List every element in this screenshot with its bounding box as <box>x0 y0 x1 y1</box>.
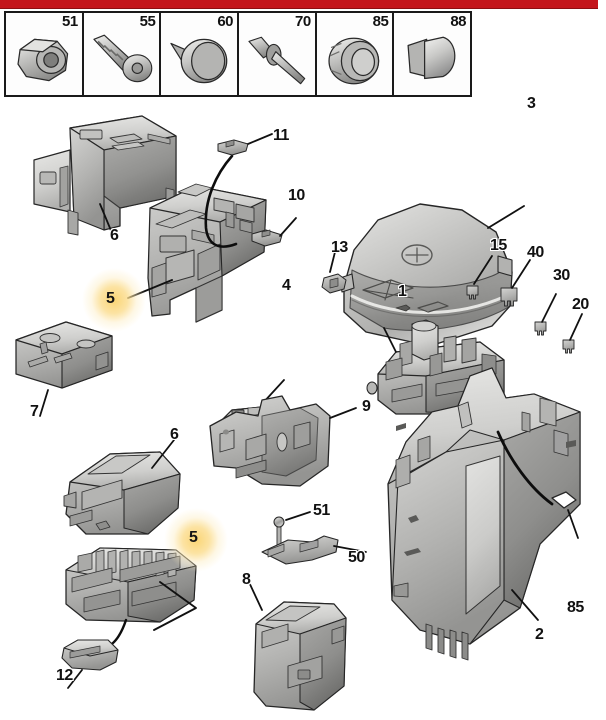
part-5-holder-lower <box>65 547 197 623</box>
round-plug-cap-icon <box>161 29 237 93</box>
rubber-grommet-icon <box>317 29 393 93</box>
callout-6-lower[interactable]: 6 <box>170 426 179 443</box>
leader-1 <box>383 327 397 353</box>
legend-number: 60 <box>217 13 234 30</box>
callout-51-lower[interactable]: 51 <box>313 502 330 519</box>
legend-cell-88[interactable]: 88 <box>394 13 471 95</box>
leader-8 <box>247 579 263 611</box>
leader-10 <box>279 217 297 237</box>
legend-number: 51 <box>61 13 78 30</box>
part-2-housing <box>387 367 581 661</box>
callout-11[interactable]: 11 <box>273 127 289 144</box>
legend-number: 88 <box>450 13 467 30</box>
leader-51 <box>285 511 311 521</box>
callout-8[interactable]: 8 <box>242 571 251 588</box>
callout-40[interactable]: 40 <box>527 244 544 261</box>
blind-rivet-icon <box>239 29 315 93</box>
leader-2 <box>511 589 539 621</box>
leader-11 <box>247 133 273 145</box>
part-13-element <box>321 273 347 294</box>
mushroom-plug-icon <box>394 29 470 93</box>
top-red-banner <box>0 0 598 9</box>
part-8-module <box>253 601 347 711</box>
callout-6-upper[interactable]: 6 <box>110 227 119 244</box>
fastener-legend-strip: 51 55 60 70 85 88 <box>4 11 472 97</box>
part-10-terminal <box>251 229 283 247</box>
leader-6-lower <box>151 439 175 469</box>
flange-nut-icon <box>6 29 82 93</box>
wire-to-85 <box>496 430 554 506</box>
leader-3 <box>487 205 525 229</box>
leader-5-lower <box>153 581 197 631</box>
legend-number: 55 <box>139 13 156 30</box>
callout-13[interactable]: 13 <box>331 239 348 256</box>
callout-5-upper[interactable]: 5 <box>106 290 115 307</box>
callout-30[interactable]: 30 <box>553 267 570 284</box>
leader-30 <box>541 293 557 323</box>
callout-2[interactable]: 2 <box>535 626 544 643</box>
callout-1[interactable]: 1 <box>398 283 407 300</box>
legend-cell-85[interactable]: 85 <box>316 13 395 95</box>
part-9-bracket <box>209 395 331 487</box>
callout-5-lower[interactable]: 5 <box>189 529 198 546</box>
part-6-cover-lower <box>63 451 181 535</box>
leader-9 <box>329 407 357 419</box>
part-3-main-cover <box>339 203 513 347</box>
part-7-connector <box>15 321 113 389</box>
pan-head-screw-icon <box>84 29 160 93</box>
legend-number: 70 <box>295 13 311 30</box>
part-20-fuse <box>562 339 575 354</box>
part-12-connector <box>61 639 119 671</box>
part-85-grommet-callout-box <box>551 491 577 509</box>
callout-50[interactable]: 50 <box>348 549 365 566</box>
callout-15[interactable]: 15 <box>490 237 507 254</box>
legend-cell-60[interactable]: 60 <box>161 13 240 95</box>
leader-50 <box>333 545 367 553</box>
part-50-bracket <box>261 535 339 565</box>
part-6-cover-upper <box>33 115 177 236</box>
leader-85 <box>567 509 579 539</box>
callout-12[interactable]: 12 <box>56 667 73 684</box>
callout-20[interactable]: 20 <box>572 296 589 313</box>
leader-12 <box>67 669 83 689</box>
part-5-carrier-upper <box>147 183 267 323</box>
leader-13 <box>329 247 337 273</box>
leader-15 <box>473 255 493 285</box>
part-11-terminal <box>217 139 249 156</box>
leader-6-upper <box>99 203 113 234</box>
legend-cell-51[interactable]: 51 <box>6 13 84 95</box>
callout-85-lower[interactable]: 85 <box>567 599 584 616</box>
legend-cell-55[interactable]: 55 <box>83 13 162 95</box>
callout-9[interactable]: 9 <box>362 398 371 415</box>
leader-40 <box>511 259 531 289</box>
leader-20 <box>569 313 583 341</box>
callout-10[interactable]: 10 <box>288 187 305 204</box>
callout-7[interactable]: 7 <box>30 403 39 420</box>
wire-11-to-10 <box>204 154 238 248</box>
callout-3[interactable]: 3 <box>527 95 536 112</box>
legend-cell-70[interactable]: 70 <box>239 13 317 95</box>
legend-number: 85 <box>372 13 389 30</box>
part-30-fuse <box>534 321 547 336</box>
leader-7 <box>39 389 49 417</box>
callout-4[interactable]: 4 <box>282 277 291 294</box>
